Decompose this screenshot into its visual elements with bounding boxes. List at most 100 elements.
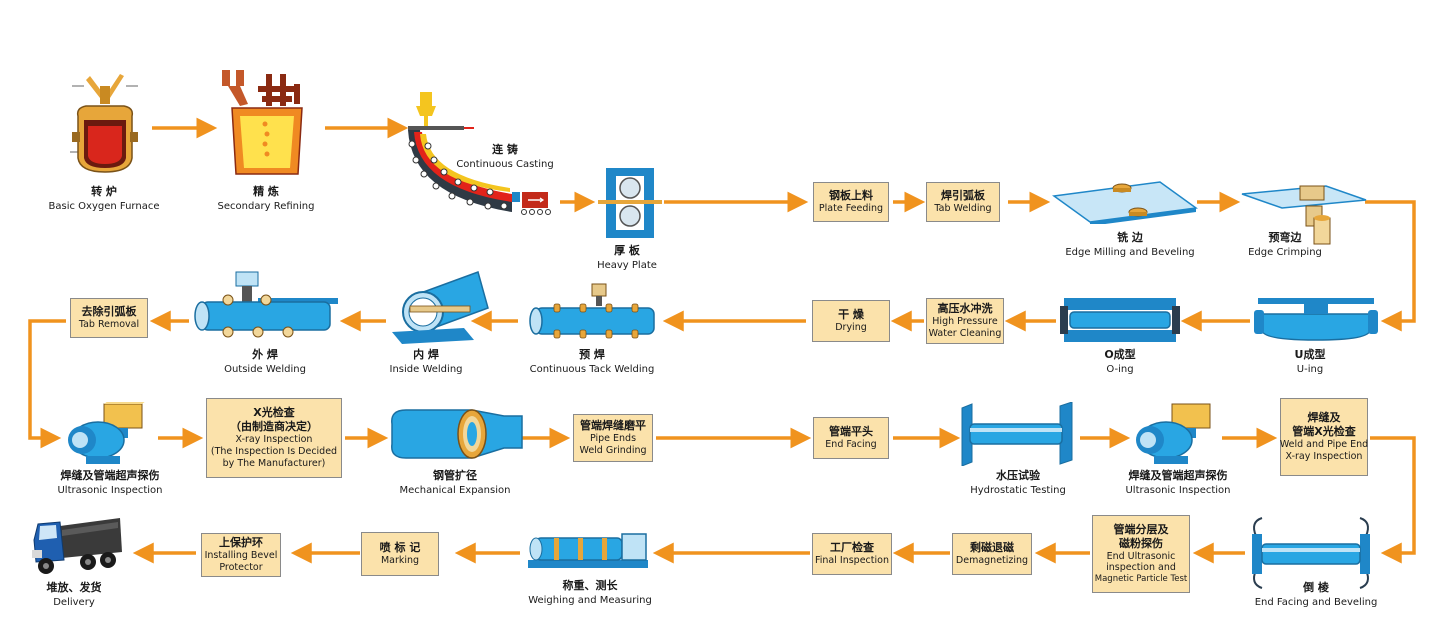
step-heavy-plate: 厚 板 Heavy Plate bbox=[597, 244, 657, 272]
step-end-facing: 管端平头 End Facing bbox=[813, 417, 889, 459]
basic-oxygen-furnace-icon bbox=[70, 74, 138, 173]
step-weighing-measuring: 称重、测长 Weighing and Measuring bbox=[528, 579, 652, 607]
step-en-label: Continuous Tack Welding bbox=[529, 363, 655, 375]
step-en-label: Basic Oxygen Furnace bbox=[48, 200, 160, 212]
step-en-label: Final Inspection bbox=[815, 554, 889, 566]
step-en-label: Heavy Plate bbox=[597, 259, 657, 271]
step-zh-label: 去除引弧板 bbox=[81, 305, 137, 319]
step-xray-inspection: X光检查 （由制造商决定） X-ray Inspection (The Insp… bbox=[206, 398, 342, 478]
step-en-label: Installing Bevel bbox=[204, 550, 278, 561]
step-en-label: Ultrasonic Inspection bbox=[57, 484, 163, 496]
inside-welding-icon bbox=[392, 271, 489, 344]
step-edge-crimping: 预弯边 Edge Crimping bbox=[1248, 231, 1322, 259]
step-installing-bevel-protector: 上保护环 Installing Bevel Protector bbox=[201, 533, 281, 577]
step-weld-pipe-end-xray: 焊缝及 管端X光检查 Weld and Pipe End X-ray Inspe… bbox=[1280, 398, 1368, 476]
step-en-label: Tab Welding bbox=[934, 202, 992, 214]
step-zh-label: 焊缝及管端超声探伤 bbox=[60, 469, 160, 482]
arrow bbox=[1370, 436, 1416, 564]
o-ing-press-icon bbox=[1060, 298, 1180, 342]
continuous-casting-icon bbox=[408, 92, 551, 215]
step-en-label: Magnetic Particle Test bbox=[1094, 574, 1188, 585]
step-en-label: Inside Welding bbox=[389, 363, 463, 375]
step-zh-label: O成型 bbox=[1104, 348, 1136, 361]
step-en-label: Protector bbox=[219, 561, 263, 573]
step-hydrostatic-testing: 水压试验 Hydrostatic Testing bbox=[970, 469, 1066, 497]
step-plate-feeding: 钢板上料 Plate Feeding bbox=[813, 182, 889, 222]
step-zh-label: 喷 标 记 bbox=[379, 541, 421, 555]
step-zh-label: 称重、测长 bbox=[562, 579, 618, 592]
arrow bbox=[1365, 200, 1416, 332]
step-ultrasonic-inspection-1: 焊缝及管端超声探伤 Ultrasonic Inspection bbox=[57, 469, 162, 497]
step-en-label: Drying bbox=[835, 321, 867, 333]
step-en-label: End Ultrasonic bbox=[1106, 550, 1176, 562]
step-zh-label: 剩磁退磁 bbox=[970, 541, 1014, 555]
step-zh-label: 管端平头 bbox=[829, 425, 873, 439]
step-en-label: Ultrasonic Inspection bbox=[1125, 484, 1231, 496]
heavy-plate-mill-icon bbox=[598, 168, 662, 238]
step-zh-label: （由制造商决定） bbox=[230, 420, 318, 434]
step-zh-label: 钢板上料 bbox=[829, 189, 873, 203]
step-en-label: Weighing and Measuring bbox=[528, 594, 652, 606]
ultrasonic-inspection-icon bbox=[68, 402, 145, 464]
step-zh-label: 高压水冲洗 bbox=[937, 302, 993, 316]
step-demagnetizing: 剩磁退磁 Demagnetizing bbox=[952, 533, 1032, 575]
step-en-label: X-ray Inspection bbox=[1285, 450, 1363, 462]
step-en-label: by The Manufacturer) bbox=[222, 457, 326, 469]
step-zh-label: 水压试验 bbox=[996, 469, 1040, 482]
end-beveling-icon bbox=[1252, 517, 1370, 589]
step-zh-label: 铣 边 bbox=[1117, 231, 1143, 244]
step-marking: 喷 标 记 Marking bbox=[361, 532, 439, 576]
hydrostatic-testing-icon bbox=[961, 402, 1073, 466]
step-zh-label: 管端分层及 bbox=[1113, 523, 1169, 537]
step-drying: 干 燥 Drying bbox=[812, 300, 890, 342]
step-zh-label: 倒 棱 bbox=[1303, 581, 1329, 594]
step-zh-label: 干 燥 bbox=[838, 308, 864, 322]
step-zh-label: 焊缝及管端超声探伤 bbox=[1128, 469, 1228, 482]
arrow bbox=[28, 319, 66, 449]
step-magnetic-particle-test: 管端分层及 磁粉探伤 End Ultrasonic inspection and… bbox=[1092, 515, 1190, 593]
step-zh-label: 预 焊 bbox=[579, 348, 605, 361]
step-zh-label: 钢管扩径 bbox=[433, 469, 477, 482]
step-zh-label: 预弯边 bbox=[1268, 231, 1302, 244]
step-en-label: Edge Milling and Beveling bbox=[1065, 246, 1195, 258]
step-en-label: Water Cleaning bbox=[928, 327, 1002, 339]
step-en-label: Weld and Pipe End bbox=[1279, 438, 1369, 450]
step-tab-removal: 去除引弧板 Tab Removal bbox=[70, 298, 148, 338]
step-zh-label: 厚 板 bbox=[614, 244, 640, 257]
step-en-label: Continuous Casting bbox=[456, 158, 554, 170]
step-en-label: X-ray Inspection bbox=[235, 433, 313, 445]
step-u-ing: U成型 U-ing bbox=[1295, 348, 1326, 376]
step-inside-welding: 内 焊 Inside Welding bbox=[390, 348, 463, 376]
step-tab-welding: 焊引弧板 Tab Welding bbox=[926, 182, 1000, 222]
step-en-label: Mechanical Expansion bbox=[399, 484, 511, 496]
step-en-label: Weld Grinding bbox=[579, 444, 647, 456]
step-en-label: Outside Welding bbox=[224, 363, 306, 375]
step-en-label: Demagnetizing bbox=[955, 554, 1029, 566]
step-en-label: Tab Removal bbox=[78, 318, 140, 330]
step-zh-label: 堆放、发货 bbox=[46, 581, 102, 594]
step-en-label: Marking bbox=[380, 554, 420, 566]
step-zh-label: U成型 bbox=[1294, 348, 1326, 361]
ultrasonic-inspection-icon bbox=[1136, 403, 1211, 464]
step-zh-label: 管端X光检查 bbox=[1292, 425, 1356, 439]
step-zh-label: 磁粉探伤 bbox=[1119, 536, 1163, 550]
step-zh-label: 管端焊缝磨平 bbox=[580, 419, 646, 433]
step-secondary-refining: 精 炼 Secondary Refining bbox=[218, 185, 315, 213]
step-en-label: End Facing bbox=[825, 438, 877, 450]
step-zh-label: 上保护环 bbox=[219, 536, 263, 550]
step-o-ing: O成型 O-ing bbox=[1104, 348, 1135, 376]
step-en-label: (The Inspection Is Decided bbox=[210, 445, 338, 457]
step-basic-oxygen-furnace: 转 炉 Basic Oxygen Furnace bbox=[49, 185, 160, 213]
delivery-truck-icon bbox=[32, 518, 122, 574]
step-zh-label: 外 焊 bbox=[252, 348, 278, 361]
step-zh-label: X光检查 bbox=[253, 406, 295, 420]
step-en-label: Plate Feeding bbox=[818, 202, 884, 214]
step-en-label: Delivery bbox=[53, 596, 95, 608]
edge-milling-icon bbox=[1052, 181, 1198, 224]
step-en-label: Pipe Ends bbox=[589, 433, 637, 444]
mechanical-expansion-icon bbox=[391, 409, 523, 459]
step-zh-label: 连 铸 bbox=[492, 143, 518, 156]
tack-welding-icon bbox=[529, 283, 655, 339]
step-outside-welding: 外 焊 Outside Welding bbox=[224, 348, 306, 376]
